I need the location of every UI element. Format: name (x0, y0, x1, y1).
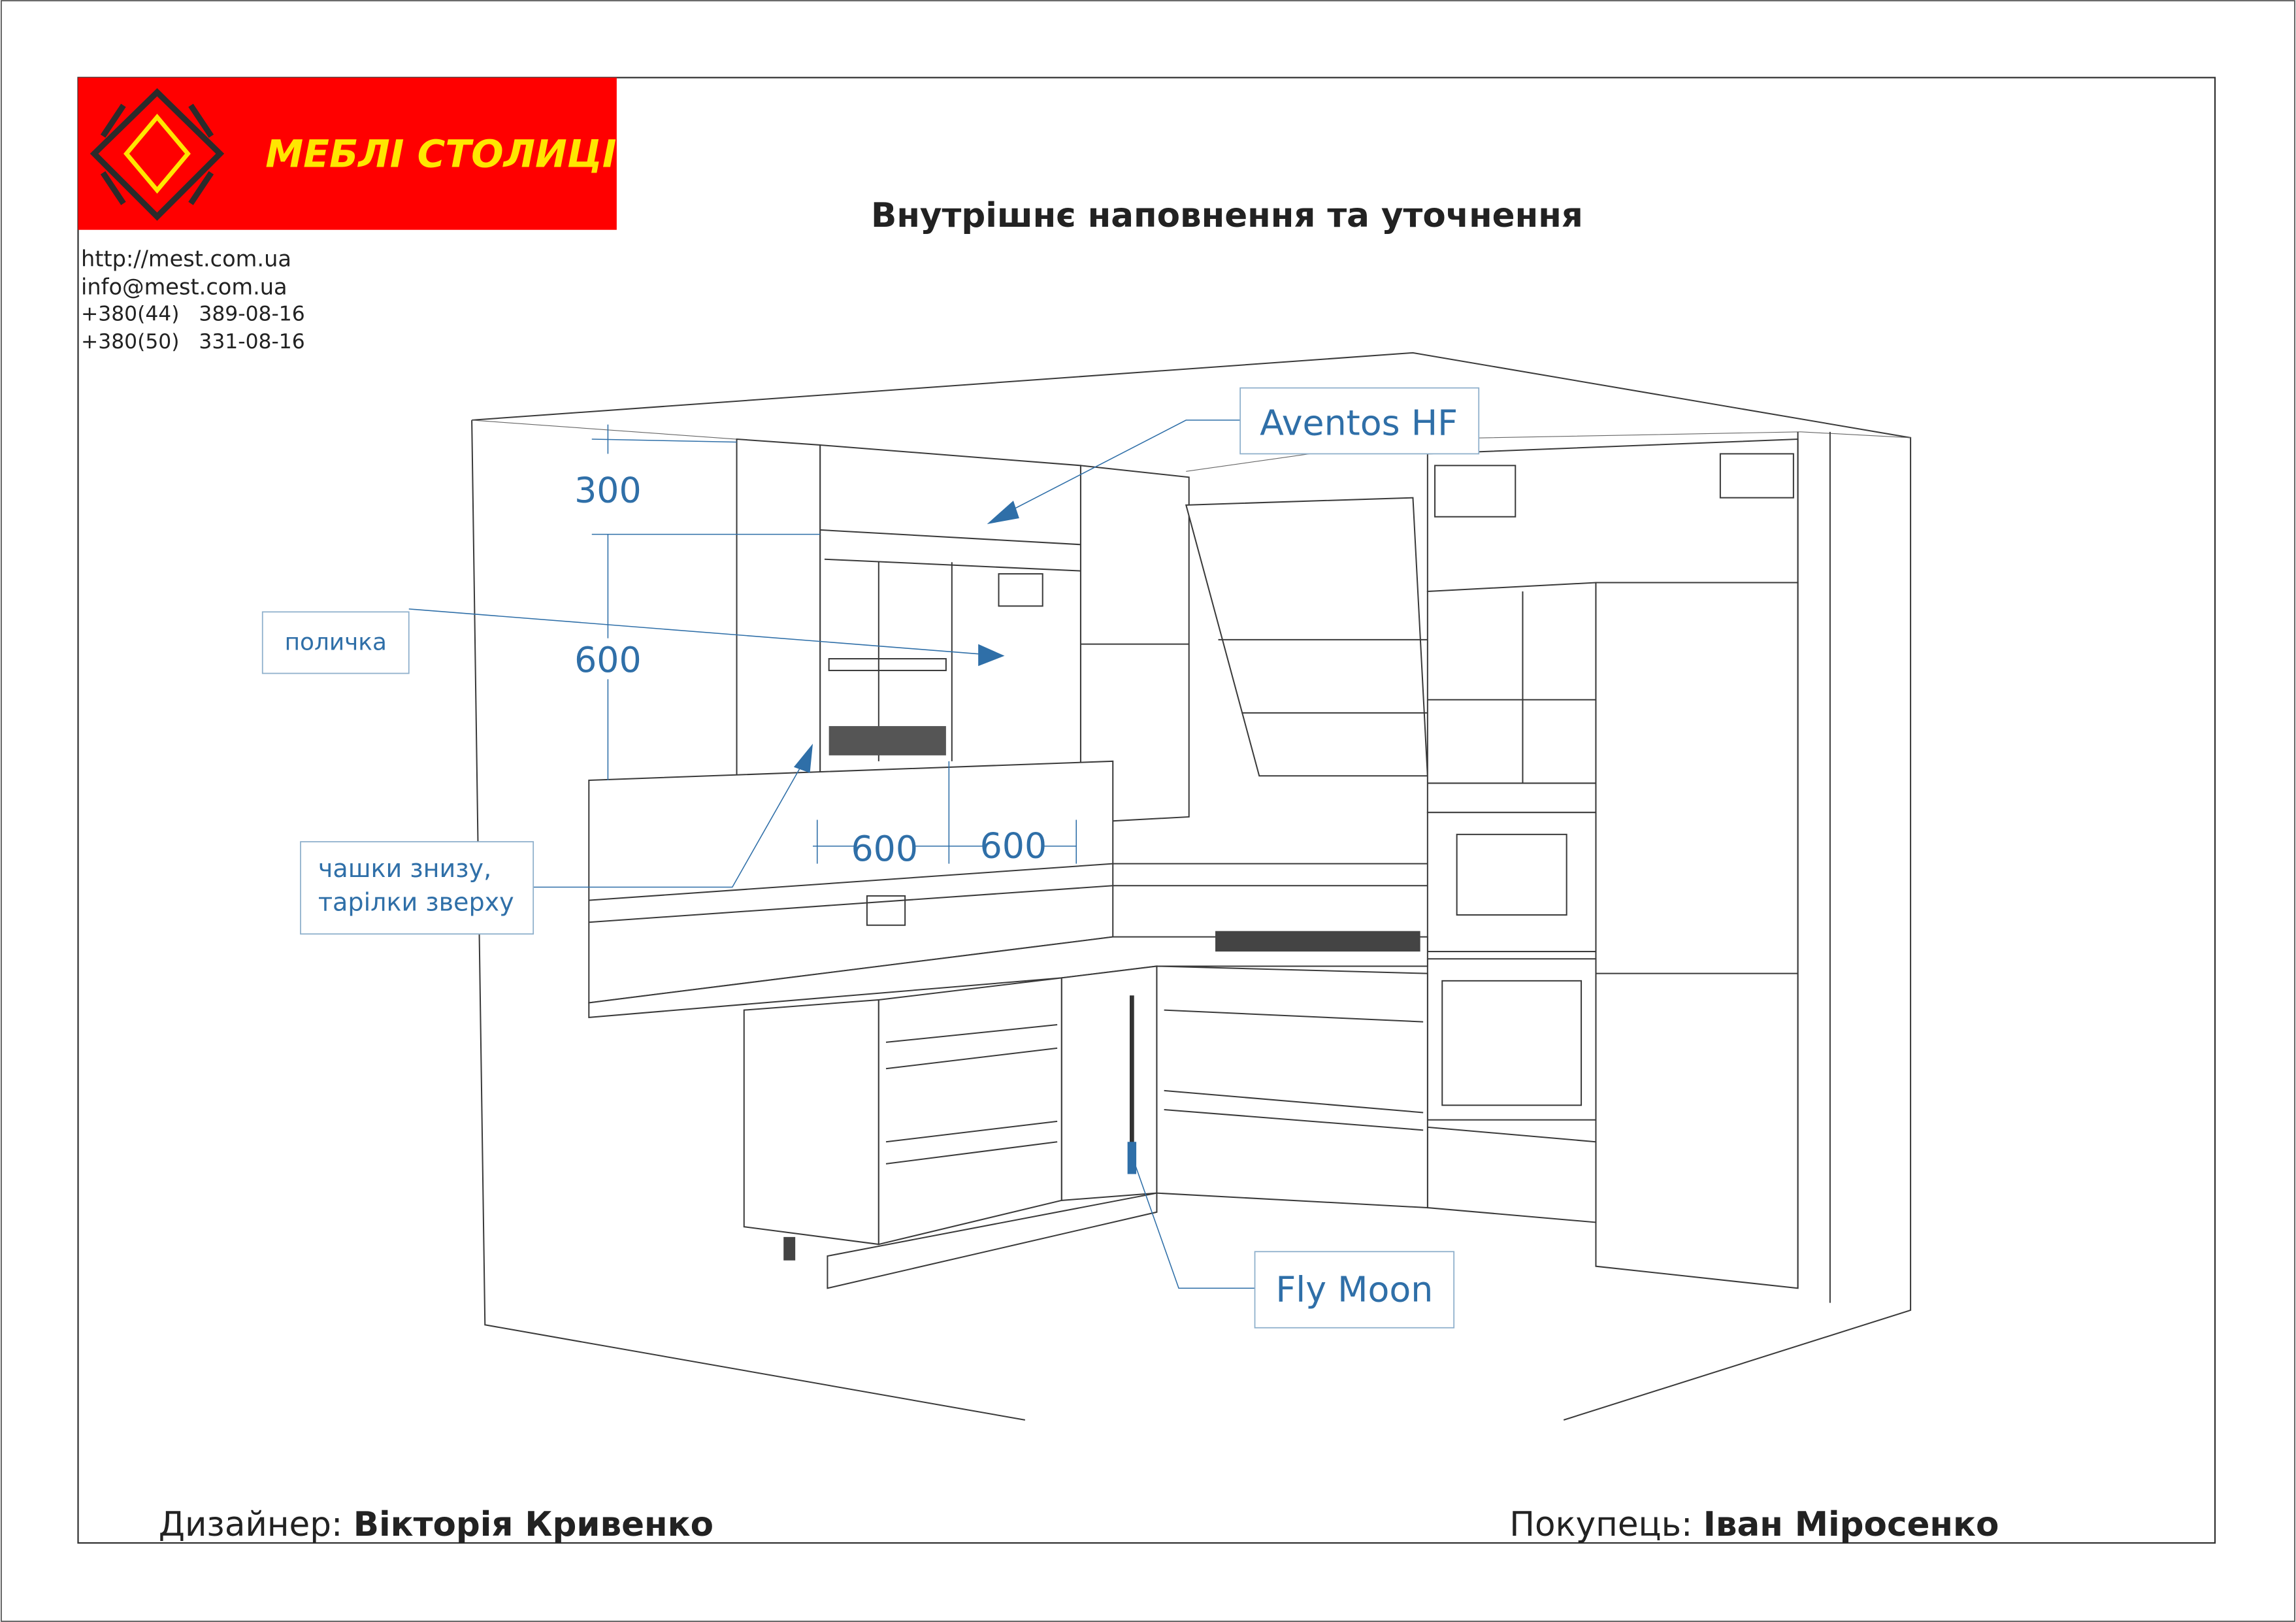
dimension-600-left: 600 (851, 828, 918, 869)
callout-aventos-box (1239, 387, 1480, 455)
callout-dishes-line2: тарілки зверху (318, 887, 514, 916)
brand-logo: МЕБЛІ СТОЛИЦІ (78, 77, 617, 230)
callout-leaders (408, 420, 1255, 1289)
footer-designer: Дизайнер: Вікторія Кривенко (159, 1505, 713, 1544)
callout-flymoon: Fly Moon (1275, 1268, 1433, 1310)
footer-customer: Покупець: Іван Міросенко (1509, 1505, 1999, 1544)
callout-dishes-box (300, 841, 534, 935)
customer-label: Покупець: (1509, 1505, 1692, 1544)
dimension-300: 300 (574, 469, 642, 510)
contact-phone-1: +380(44) 389-08-16 (81, 303, 305, 326)
customer-name: Іван Міросенко (1703, 1505, 1999, 1544)
brand-name: МЕБЛІ СТОЛИЦІ (265, 131, 616, 176)
inner-frame (77, 76, 2216, 1544)
contact-email[interactable]: info@mest.com.ua (81, 274, 287, 299)
designer-label: Дизайнер: (159, 1505, 343, 1544)
page-title: Внутрішнє наповнення та уточнення (871, 196, 1583, 235)
designer-name: Вікторія Кривенко (353, 1505, 713, 1544)
contact-website[interactable]: http://mest.com.ua (81, 246, 291, 272)
callout-flymoon-box (1254, 1251, 1455, 1329)
dimension-600-height: 600 (574, 639, 642, 680)
callout-shelf: поличка (285, 629, 387, 656)
dimension-600-right: 600 (980, 825, 1047, 867)
callout-aventos: Aventos HF (1260, 402, 1458, 443)
callout-shelf-box (261, 611, 410, 674)
kitchen-drawing (471, 352, 1912, 1421)
callout-dishes-line1: чашки знизу, (318, 854, 491, 883)
contact-phone-2: +380(50) 331-08-16 (81, 330, 305, 354)
